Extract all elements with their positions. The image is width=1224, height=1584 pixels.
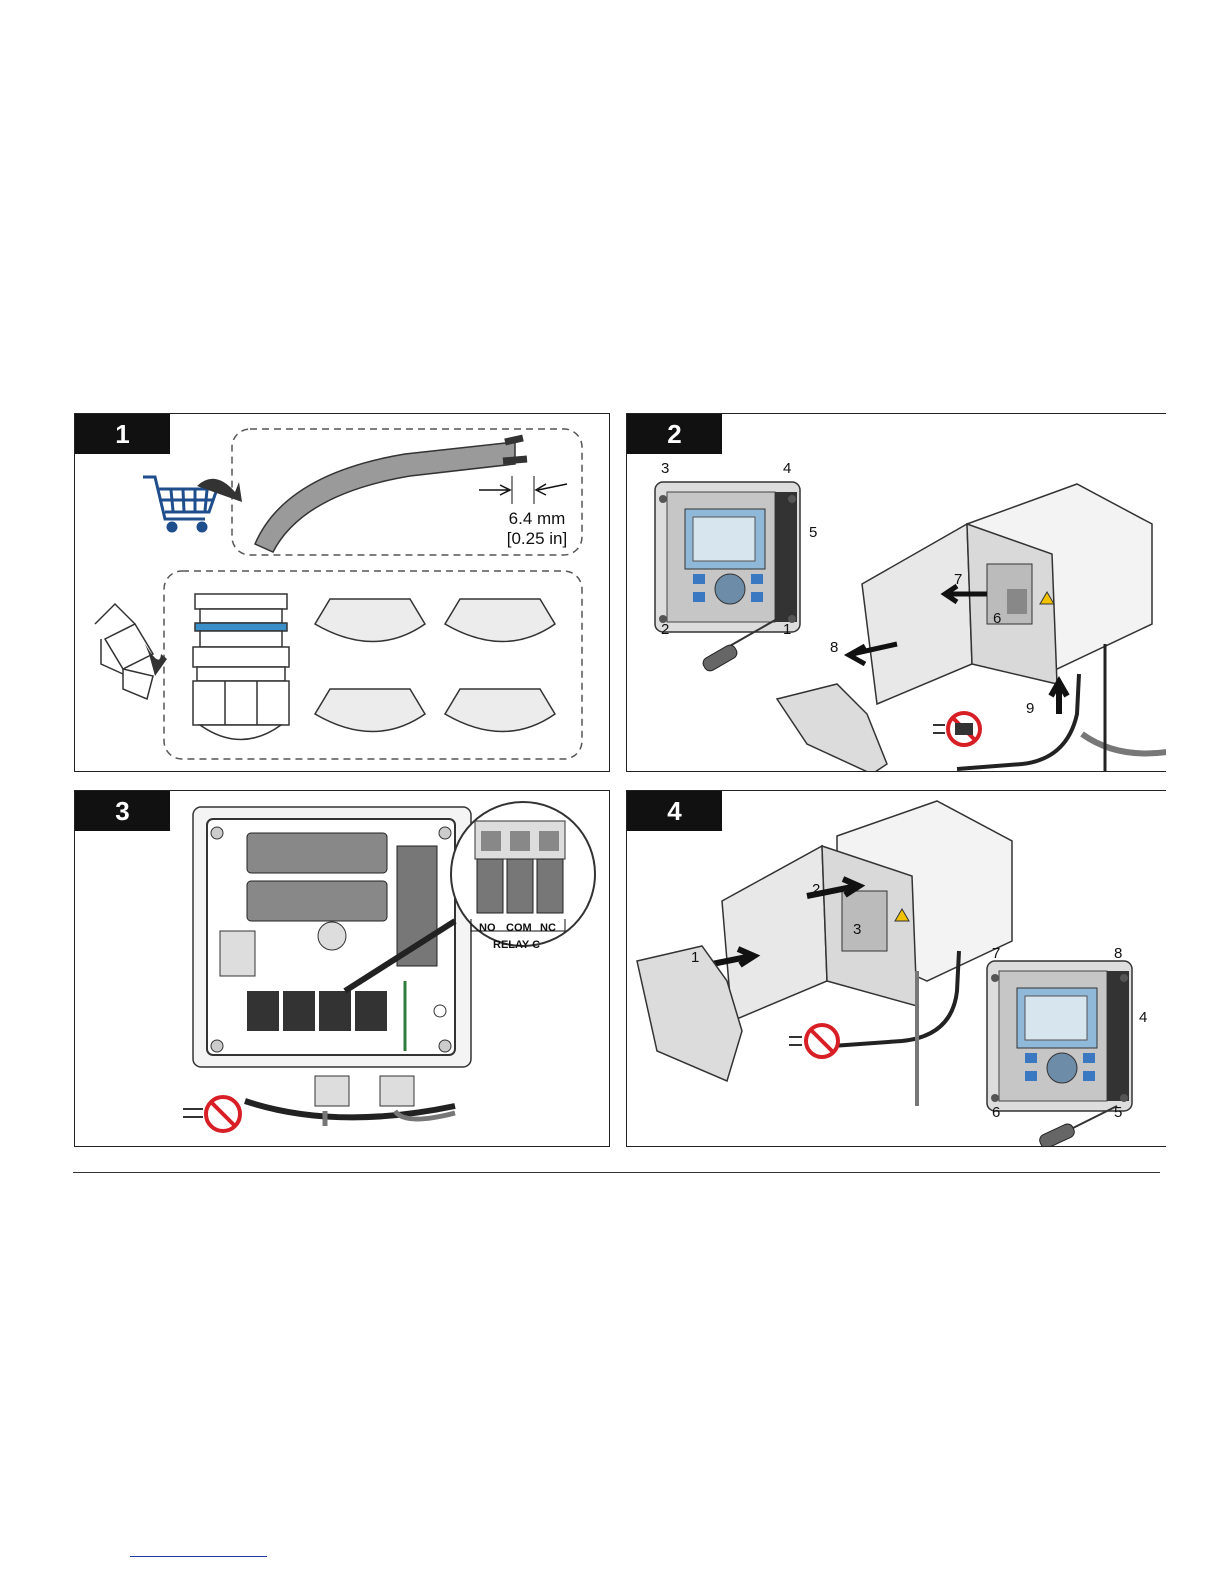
no-power-icon bbox=[183, 1097, 240, 1131]
step-2-illustration bbox=[627, 414, 1166, 772]
callout-4-6: 6 bbox=[992, 1105, 1000, 1120]
step-3-panel: 3 NO COM NC RELAY C bbox=[74, 790, 610, 1147]
relay-no-label: NO bbox=[479, 922, 496, 934]
callout-4-5: 5 bbox=[1114, 1105, 1122, 1120]
relay-name-label: RELAY C bbox=[493, 939, 540, 951]
no-power-icon bbox=[933, 713, 980, 745]
dimension-mm: 6.4 mm bbox=[487, 510, 587, 529]
callout-2-6: 6 bbox=[993, 611, 1001, 626]
callout-2-4: 4 bbox=[783, 461, 791, 476]
callout-4-2: 2 bbox=[812, 882, 820, 897]
callout-2-5: 5 bbox=[809, 525, 817, 540]
callout-4-7: 7 bbox=[992, 946, 1000, 961]
sealing-plugs bbox=[315, 599, 555, 732]
callout-4-3: 3 bbox=[853, 922, 861, 937]
no-power-icon bbox=[789, 1025, 838, 1057]
relay-com-label: COM bbox=[506, 922, 532, 934]
callout-4-1: 1 bbox=[691, 950, 699, 965]
step-4-panel: 4 1 2 3 4 7 8 6 5 bbox=[626, 790, 1166, 1147]
callout-2-8: 8 bbox=[830, 640, 838, 655]
callout-2-7: 7 bbox=[954, 572, 962, 587]
footnote-rule bbox=[130, 1556, 267, 1557]
open-box-icon bbox=[95, 604, 153, 699]
step-1-panel: 1 bbox=[74, 413, 610, 772]
step-4-illustration bbox=[627, 791, 1166, 1147]
callout-2-3: 3 bbox=[661, 461, 669, 476]
divider-line bbox=[73, 1172, 1160, 1173]
relay-nc-label: NC bbox=[540, 922, 556, 934]
callout-4-4: 4 bbox=[1139, 1010, 1147, 1025]
step-2-panel: 2 bbox=[626, 413, 1166, 772]
callout-2-2: 2 bbox=[661, 622, 669, 637]
step-3-illustration bbox=[75, 791, 610, 1147]
callout-2-9: 9 bbox=[1026, 701, 1034, 716]
callout-4-8: 8 bbox=[1114, 946, 1122, 961]
step-1-illustration bbox=[75, 414, 610, 772]
callout-2-1: 1 bbox=[783, 622, 791, 637]
dimension-in: [0.25 in] bbox=[487, 530, 587, 549]
cable-gland bbox=[193, 594, 289, 740]
